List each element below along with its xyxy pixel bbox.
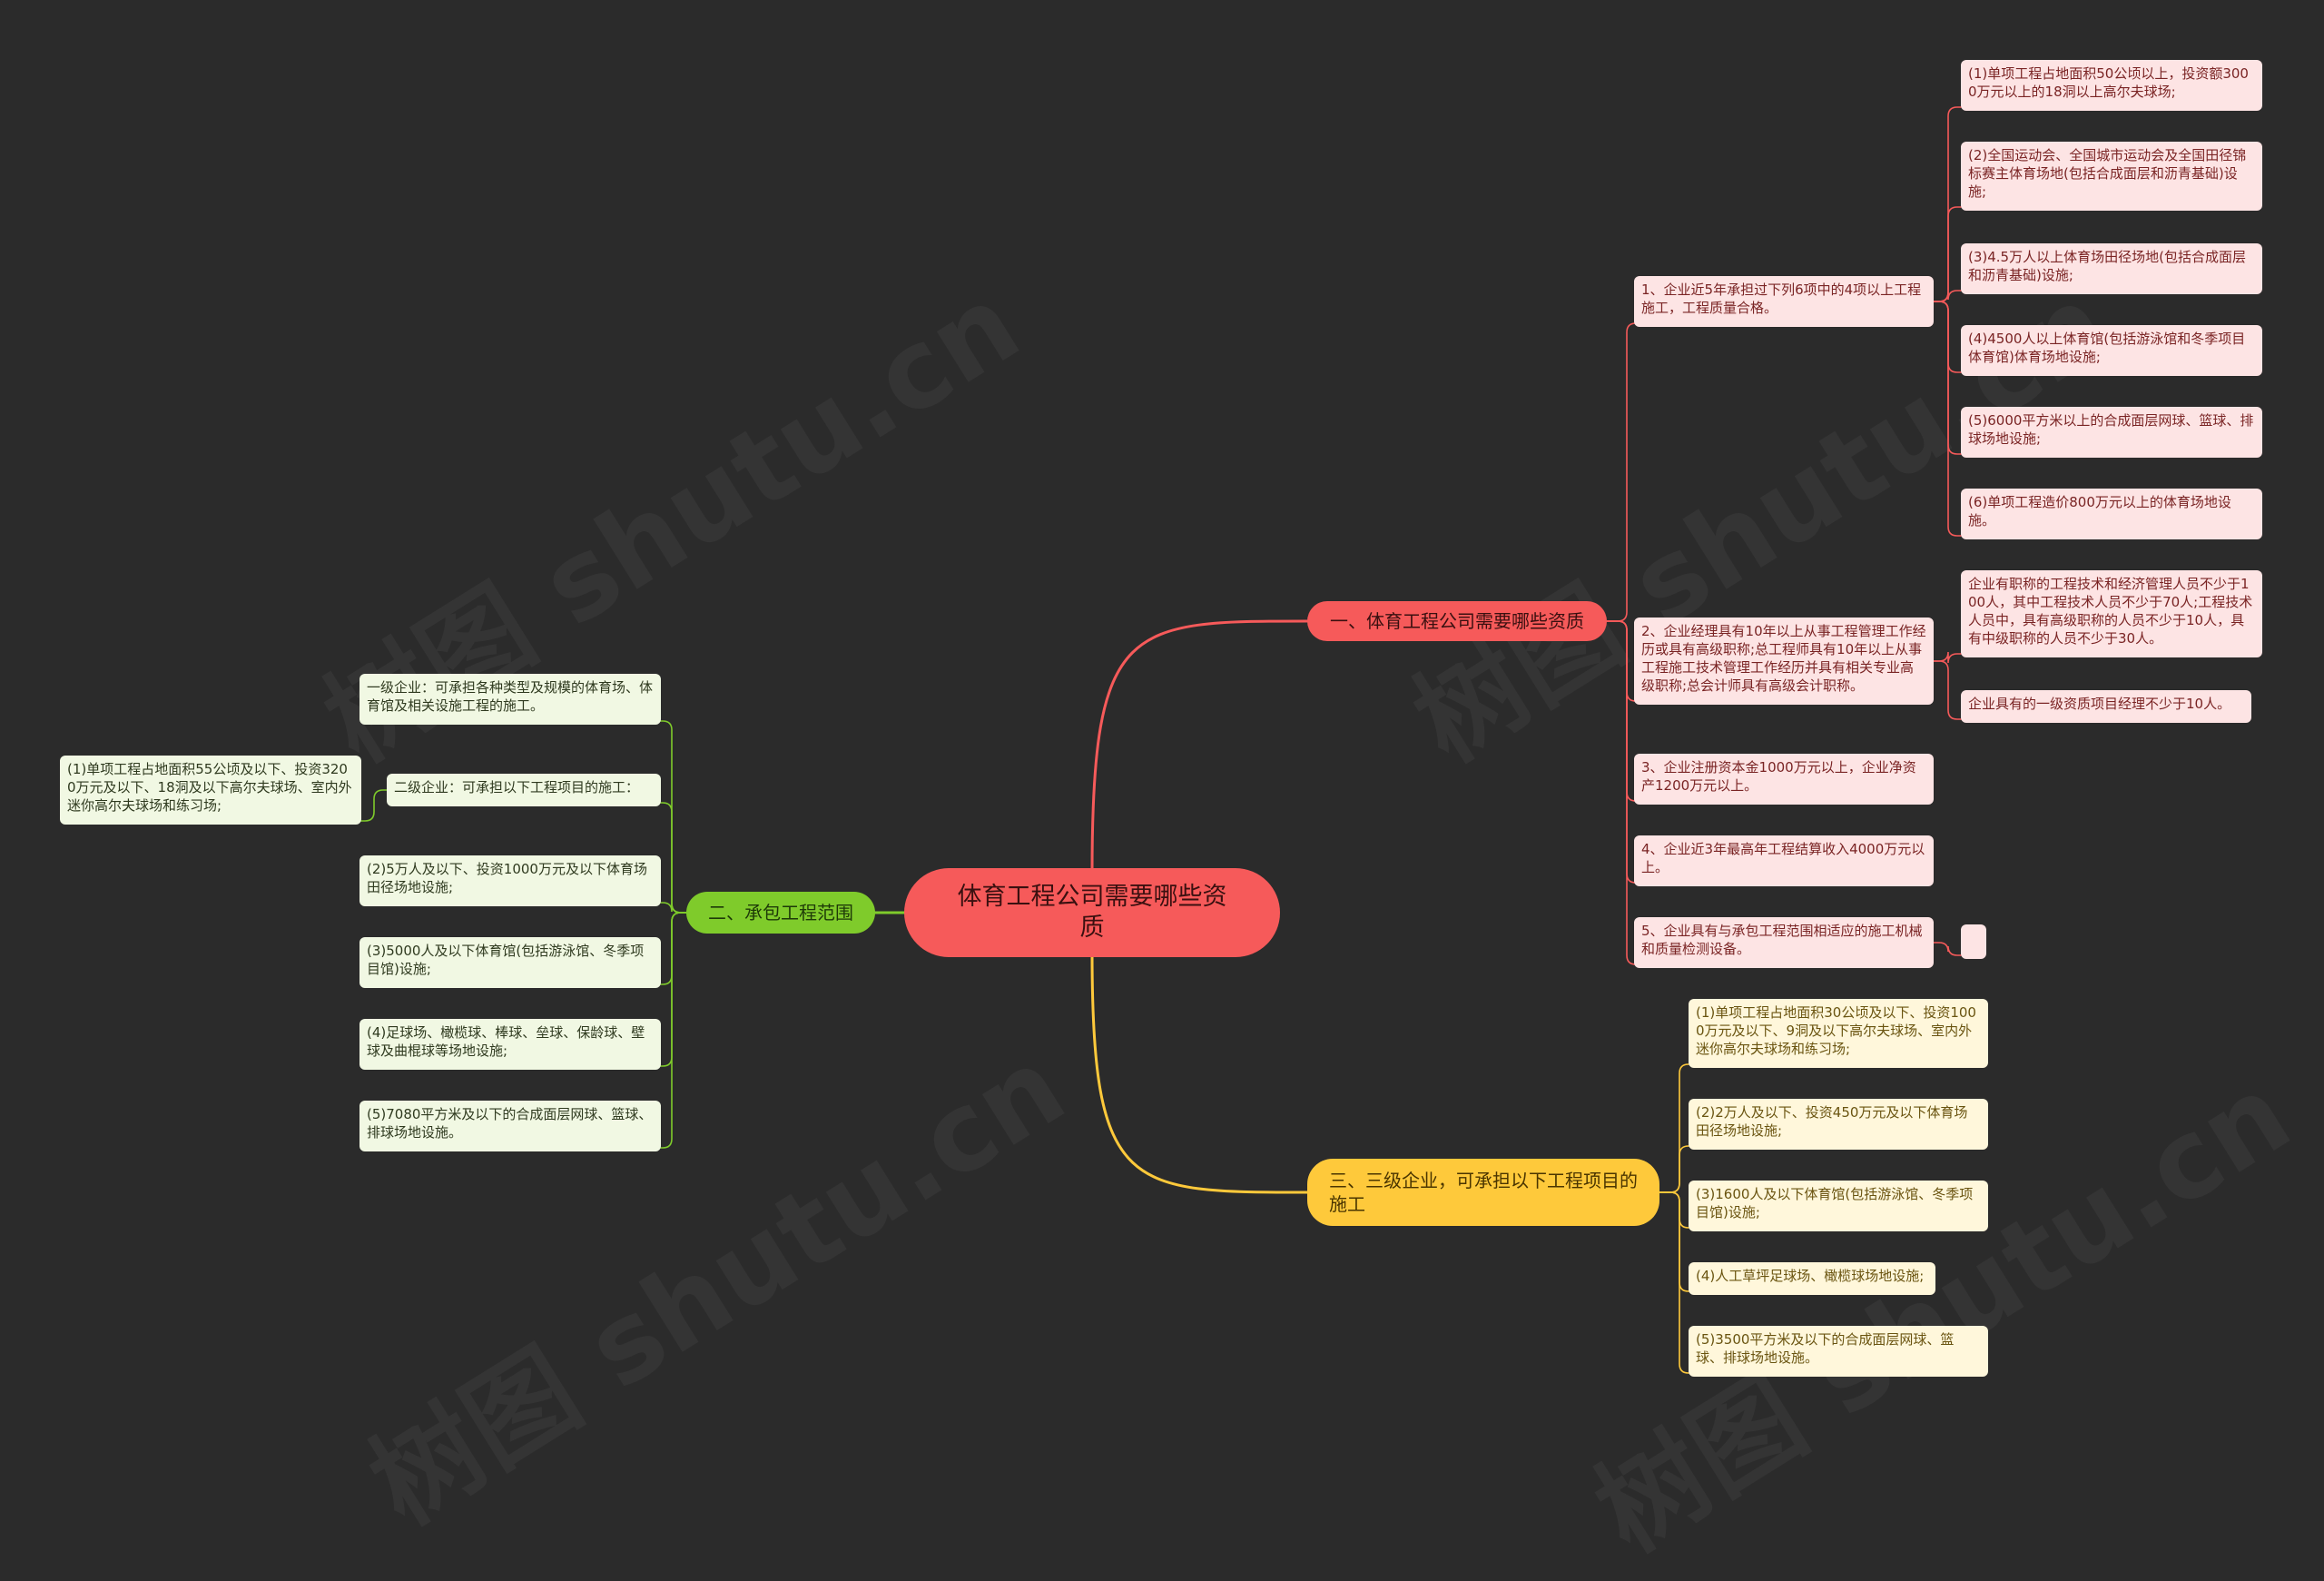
contract-scope-item[interactable]: 二级企业：可承担以下工程项目的施工： bbox=[387, 774, 661, 806]
branch-connector bbox=[360, 789, 388, 822]
qualification-item[interactable]: 5、企业具有与承包工程范围相适应的施工机械和质量检测设备。 bbox=[1634, 917, 1934, 968]
branch-connector bbox=[1606, 620, 1637, 965]
branch-connector bbox=[1659, 1145, 1689, 1193]
empty-topic[interactable] bbox=[1961, 924, 1986, 959]
qualification-item[interactable]: 2、企业经理具有10年以上从事工程管理工作经历或具有高级职称;总工程师具有10年… bbox=[1634, 618, 1934, 705]
contract-scope-item[interactable]: (4)足球场、橄榄球、棒球、垒球、保龄球、壁球及曲棍球等场地设施; bbox=[359, 1019, 661, 1070]
branch-connector bbox=[1933, 290, 1962, 302]
project-criterion[interactable]: (5)6000平方米以上的合成面层网球、篮球、排球场地设施; bbox=[1961, 407, 2262, 458]
branch-connector bbox=[1659, 1191, 1689, 1229]
root-connector bbox=[1090, 952, 1309, 1194]
branch-connector bbox=[660, 912, 687, 985]
contract-scope-item[interactable]: (5)7080平方米及以下的合成面层网球、篮球、排球场地设施。 bbox=[359, 1101, 661, 1151]
branch-connector bbox=[660, 912, 687, 1149]
contract-scope-item[interactable]: (3)5000人及以下体育馆(包括游泳馆、冬季项目馆)设施; bbox=[359, 937, 661, 988]
branch-connector bbox=[1933, 301, 1962, 373]
grade-three-item[interactable]: (3)1600人及以下体育馆(包括游泳馆、冬季项目馆)设施; bbox=[1689, 1181, 1988, 1231]
branch-connector bbox=[1933, 942, 1962, 956]
branch-connector bbox=[1933, 301, 1962, 537]
qualification-item[interactable]: 1、企业近5年承担过下列6项中的4项以上工程施工，工程质量合格。 bbox=[1634, 276, 1934, 327]
staff-requirement[interactable]: 企业有职称的工程技术和经济管理人员不少于100人，其中工程技术人员不少于70人;… bbox=[1961, 570, 2262, 657]
branch-connector bbox=[660, 912, 687, 1067]
project-criterion[interactable]: (6)单项工程造价800万元以上的体育场地设施。 bbox=[1961, 489, 2262, 539]
grade-three-item[interactable]: (2)2万人及以下、投资450万元及以下体育场田径场地设施; bbox=[1689, 1099, 1988, 1150]
branch-connector bbox=[1606, 620, 1637, 884]
branch-connector bbox=[1933, 651, 1962, 664]
mindmap-canvas: 树图 shutu.cn 树图 shutu.cn 树图 shutu.cn 树图 s… bbox=[60, 60, 2262, 1377]
grade-three-item[interactable]: (5)3500平方米及以下的合成面层网球、篮球、排球场地设施。 bbox=[1689, 1326, 1988, 1377]
contract-scope-subitem[interactable]: (1)单项工程占地面积55公顷及以下、投资3200万元及以下、18洞及以下高尔夫… bbox=[60, 756, 361, 825]
branch-connector bbox=[1606, 620, 1637, 702]
root-topic[interactable]: 体育工程公司需要哪些资质 bbox=[904, 868, 1280, 957]
branch-connector bbox=[1659, 1191, 1689, 1292]
branch-connector bbox=[660, 802, 687, 914]
grade-three-item[interactable]: (4)人工草坪足球场、橄榄球场地设施; bbox=[1689, 1262, 1935, 1295]
branch-connector bbox=[1933, 106, 1962, 302]
contract-scope-item[interactable]: 一级企业：可承担各种类型及规模的体育场、体育馆及相关设施工程的施工。 bbox=[359, 674, 661, 725]
branch-connector bbox=[660, 902, 687, 914]
branch-connector bbox=[1606, 322, 1637, 622]
branch-connector bbox=[1606, 620, 1637, 802]
qualification-item[interactable]: 3、企业注册资本金1000万元以上，企业净资产1200万元以上。 bbox=[1634, 754, 1934, 805]
branch-connector bbox=[1933, 301, 1962, 455]
root-connector bbox=[1090, 619, 1309, 874]
grade-three-item[interactable]: (1)单项工程占地面积30公顷及以下、投资1000万元及以下、9洞及以下高尔夫球… bbox=[1689, 999, 1988, 1068]
staff-requirement[interactable]: 企业具有的一级资质项目经理不少于10人。 bbox=[1961, 690, 2251, 723]
branch-connector bbox=[1659, 1063, 1689, 1193]
branch-connector bbox=[1659, 1191, 1689, 1374]
branch-topic-qualifications[interactable]: 一、体育工程公司需要哪些资质 bbox=[1307, 601, 1607, 641]
project-criterion[interactable]: (4)4500人以上体育馆(包括游泳馆和冬季项目体育馆)体育场地设施; bbox=[1961, 325, 2262, 376]
branch-connector bbox=[1933, 660, 1962, 720]
branch-topic-contract-scope[interactable]: 二、承包工程范围 bbox=[686, 892, 875, 934]
branch-topic-grade-three[interactable]: 三、三级企业，可承担以下工程项目的施工 bbox=[1307, 1159, 1659, 1226]
connector-lines bbox=[360, 106, 1962, 1374]
branch-connector bbox=[660, 720, 687, 914]
project-criterion[interactable]: (3)4.5万人以上体育场田径场地(包括合成面层和沥青基础)设施; bbox=[1961, 243, 2262, 294]
project-criterion[interactable]: (1)单项工程占地面积50公顷以上，投资额3000万元以上的18洞以上高尔夫球场… bbox=[1961, 60, 2262, 111]
branch-connector bbox=[1933, 206, 1962, 302]
project-criterion[interactable]: (2)全国运动会、全国城市运动会及全国田径锦标赛主体育场地(包括合成面层和沥青基… bbox=[1961, 142, 2262, 211]
contract-scope-item[interactable]: (2)5万人及以下、投资1000万元及以下体育场田径场地设施; bbox=[359, 855, 661, 906]
qualification-item[interactable]: 4、企业近3年最高年工程结算收入4000万元以上。 bbox=[1634, 835, 1934, 886]
